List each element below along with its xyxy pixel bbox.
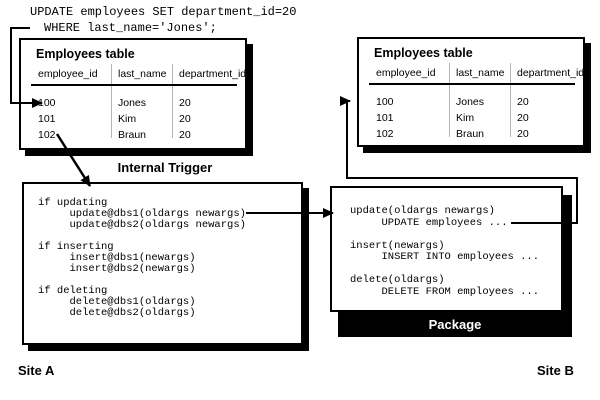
- table-title: Employees table: [374, 46, 473, 60]
- table-cell: Braun: [118, 129, 147, 141]
- table-cell: Jones: [456, 96, 485, 108]
- internal-trigger-title: Internal Trigger: [117, 160, 213, 175]
- table-cell: 101: [376, 112, 394, 124]
- column-header: department_id: [179, 68, 247, 80]
- table-cell: Kim: [456, 112, 475, 124]
- table-cell: 20: [179, 129, 191, 141]
- site-a-label: Site A: [18, 363, 55, 378]
- table-cell: 20: [179, 113, 191, 125]
- table-cell: Jones: [118, 97, 147, 109]
- column-header: last_name: [456, 67, 505, 79]
- table-cell: 20: [517, 96, 529, 108]
- employees-table-site-a: Employees table employee_id last_name de…: [19, 38, 247, 150]
- table-cell: 20: [517, 128, 529, 140]
- trigger-code: if updating update@dbs1(oldargs newargs)…: [38, 197, 246, 319]
- table-cell: Braun: [456, 128, 485, 140]
- table-cell: 100: [38, 97, 56, 109]
- column-separator: [111, 64, 112, 138]
- table-cell: 100: [376, 96, 394, 108]
- table-cell: 101: [38, 113, 56, 125]
- table-title: Employees table: [36, 47, 135, 61]
- header-rule: [31, 84, 237, 86]
- table-cell: Kim: [118, 113, 137, 125]
- package-title: Package: [428, 317, 482, 332]
- internal-trigger-box: if updating update@dbs1(oldargs newargs)…: [22, 182, 303, 345]
- table-cell: 102: [38, 129, 56, 141]
- table-cell: 102: [376, 128, 394, 140]
- header-rule: [369, 83, 575, 85]
- table-cell: 20: [179, 97, 191, 109]
- column-header: employee_id: [376, 67, 436, 79]
- column-header: last_name: [118, 68, 167, 80]
- sql-statement-line1: UPDATE employees SET department_id=20: [30, 5, 297, 19]
- column-separator: [510, 63, 511, 137]
- package-code: update(oldargs newargs) UPDATE employees…: [350, 205, 540, 298]
- package-code-box: update(oldargs newargs) UPDATE employees…: [330, 186, 563, 312]
- table-cell: 20: [517, 112, 529, 124]
- employees-table-site-b: Employees table employee_id last_name de…: [357, 37, 585, 147]
- column-header: department_id: [517, 67, 585, 79]
- site-b-label: Site B: [537, 363, 574, 378]
- column-separator: [449, 63, 450, 137]
- sql-statement-line2: WHERE last_name='Jones';: [44, 21, 217, 35]
- column-separator: [172, 64, 173, 138]
- column-header: employee_id: [38, 68, 98, 80]
